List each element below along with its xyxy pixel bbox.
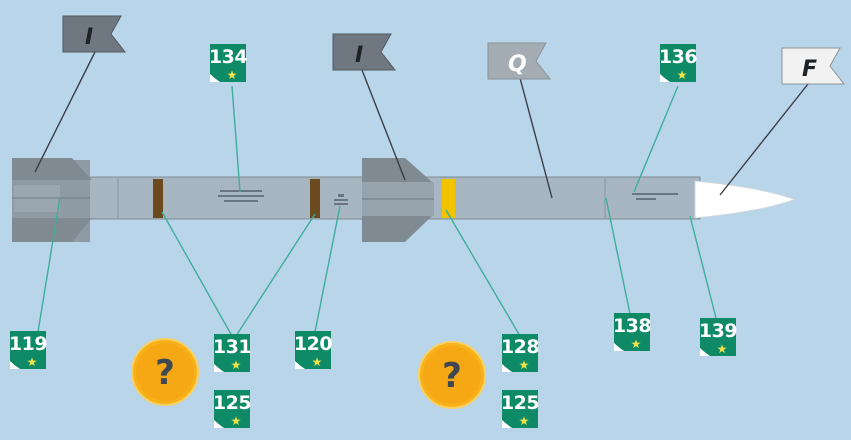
hint-right[interactable]: ? [418,341,486,409]
star-icon: ★ [227,68,238,82]
star-icon: ★ [27,355,38,369]
badge-number: 134 [209,46,247,68]
star-icon: ★ [231,414,242,428]
badge-number: 139 [699,320,737,342]
badge-119[interactable]: 119 ★ [9,331,48,369]
badge-125-b[interactable]: 125 ★ [501,390,540,428]
nose-cone [694,180,797,219]
badge-number: 128 [501,336,539,358]
mid-wing-top [362,158,432,182]
flag-letter: I [85,25,93,50]
badge-138[interactable]: 138 ★ [613,313,652,351]
badge-number: 125 [213,392,251,414]
flag-q: Q [487,42,552,80]
hint-left[interactable]: ? [131,338,199,406]
badge-number: 136 [659,46,697,68]
badge-131[interactable]: 131 ★ [213,334,252,372]
question-icon: ? [442,356,462,396]
stencil-marking-forward [632,193,678,200]
flag-i-left: I [62,15,127,53]
flag-f: F [781,47,846,85]
star-icon: ★ [231,358,242,372]
flag-letter: I [355,43,363,68]
badge-136[interactable]: 136 ★ [659,44,698,82]
star-icon: ★ [519,414,530,428]
badge-139[interactable]: 139 ★ [699,318,738,356]
star-icon: ★ [677,68,688,82]
badge-120[interactable]: 120 ★ [294,331,333,369]
missile [12,158,797,242]
badge-134[interactable]: 134 ★ [209,44,248,82]
brown-band-left [153,179,163,218]
badge-number: 119 [9,333,47,355]
stencil-marking-left [218,190,264,202]
star-icon: ★ [519,358,530,372]
flag-letter: F [802,57,817,82]
brown-band-right [310,179,320,218]
mid-wing-bottom [362,216,432,242]
badge-number: 138 [613,315,651,337]
flag-letter: Q [508,52,527,77]
leader-lines [34,51,809,337]
badge-number: 120 [294,333,332,355]
yellow-band [442,179,455,218]
badge-125-a[interactable]: 125 ★ [213,390,252,428]
badge-number: 125 [501,392,539,414]
star-icon: ★ [631,337,642,351]
star-icon: ★ [312,355,323,369]
badge-128[interactable]: 128 ★ [501,334,540,372]
star-icon: ★ [717,342,728,356]
rear-fin-bottom [12,218,92,242]
badge-number: 131 [213,336,251,358]
question-icon: ? [155,353,175,393]
stencil-marking-mid [334,194,348,205]
rear-fin-top [12,158,92,180]
flag-i-mid: I [332,33,397,71]
